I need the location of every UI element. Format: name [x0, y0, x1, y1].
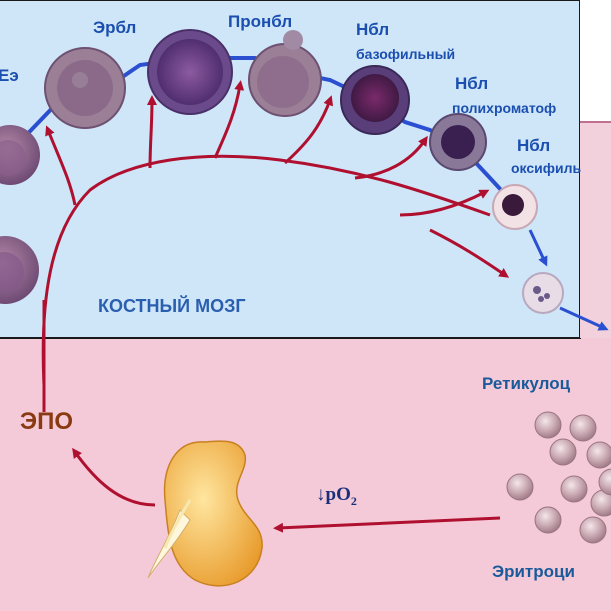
label-nbl-oxyphilic-sub: оксифиль	[511, 160, 582, 176]
red-arrow-4	[283, 95, 334, 165]
erythrocyte-cluster	[506, 411, 611, 544]
red-arrow-5	[354, 135, 428, 180]
label-po2: ↓pO2	[316, 484, 357, 509]
red-arrow-2	[146, 95, 157, 169]
label-erythroblast: Эрбл	[93, 18, 137, 37]
po2-text: pO	[325, 484, 351, 505]
label-nbl-polychromatophilic: Нбл	[455, 74, 489, 93]
label-epo: ЭПО	[20, 408, 73, 435]
epo-path	[41, 154, 491, 386]
label-pronormoblast: Пронбл	[228, 12, 293, 31]
label-ez: Еэ	[0, 66, 19, 85]
label-nbl-basophilic-sub: базофильный	[356, 46, 456, 62]
kidney-to-epo-arrow	[72, 447, 156, 507]
label-bone-marrow: КОСТНЫЙ МОЗГ	[98, 296, 246, 316]
po2-subscript: 2	[350, 493, 357, 508]
po2-down-arrow: ↓	[316, 484, 326, 505]
red-arrow-7	[429, 228, 510, 278]
kidney-icon	[147, 440, 263, 587]
blue-arrow-2	[559, 306, 609, 331]
cell-reticulocyte-marrow	[522, 272, 564, 314]
label-nbl-basophilic: Нбл	[356, 20, 390, 39]
pO2-arrow	[273, 516, 501, 533]
label-nbl-polychromatophilic-sub: полихроматоф	[452, 100, 557, 116]
label-erythrocyte: Эритроци	[492, 562, 575, 581]
right-mid-strip	[580, 122, 611, 338]
blue-arrow-1	[528, 229, 548, 267]
label-reticulocyte: Ретикулоц	[482, 374, 571, 393]
label-nbl-oxyphilic: Нбл	[517, 136, 551, 155]
red-arrow-1	[45, 125, 77, 206]
red-arrow-3	[213, 80, 245, 159]
right-top-strip	[580, 0, 611, 122]
red-arrow-6	[399, 189, 490, 217]
